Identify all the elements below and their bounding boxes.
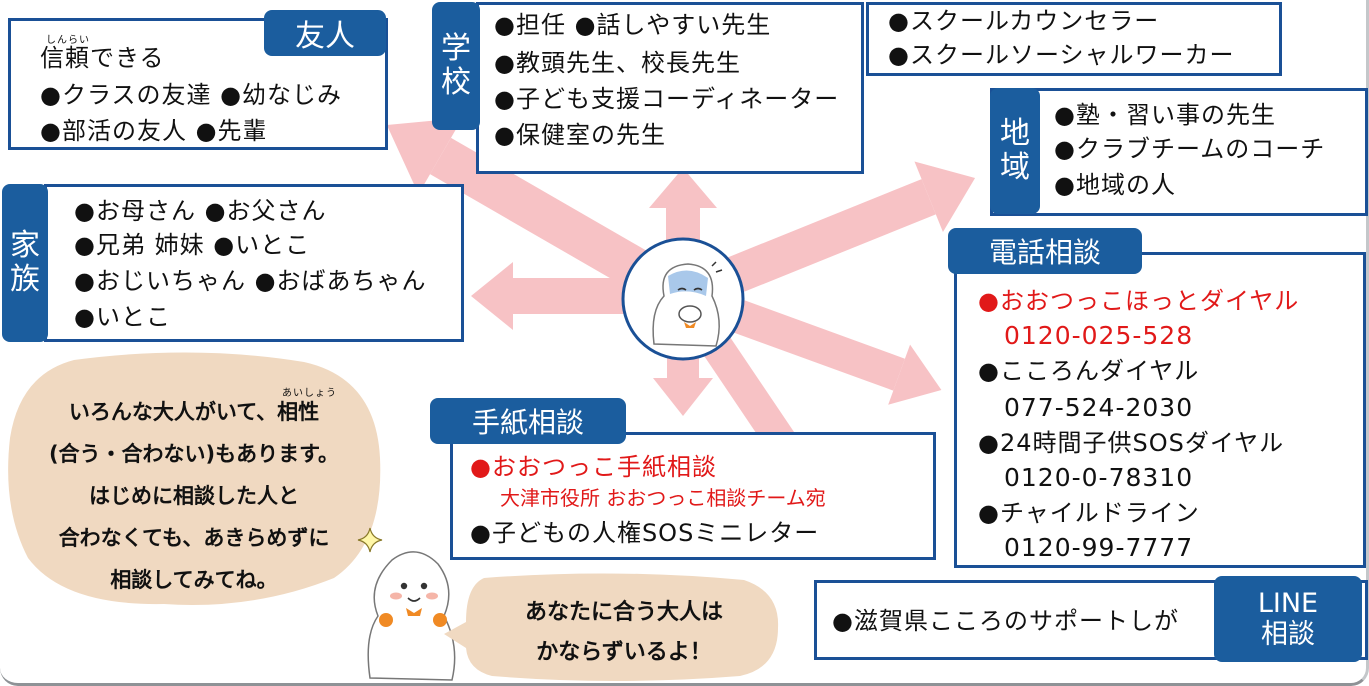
- friends-tag: 友人: [264, 10, 386, 56]
- family-line-1: ●お母さん ●お父さん: [74, 197, 327, 225]
- community-box: [990, 88, 1368, 216]
- line-tag-1: LINE: [1257, 587, 1319, 619]
- encourage-line-2: かならずいるよ！: [536, 640, 712, 665]
- letter-line-1: ●おおつっこ手紙相談: [470, 453, 717, 481]
- community-line-2: ●クラブチームのコーチ: [1054, 135, 1326, 163]
- family-tag-1: 家: [10, 227, 40, 263]
- phone-box: [954, 252, 1366, 568]
- advice-line-2: (合う・合わない)もあります。: [48, 442, 340, 466]
- advice-line-1: いろんな大人がいて、相性: [68, 400, 320, 424]
- phone-item-2-name: ●こころんダイヤル: [978, 357, 1200, 385]
- phone-item-3-number: 0120-0-78310: [1004, 463, 1194, 492]
- family-line-4: ●いとこ: [74, 303, 171, 331]
- school-line-2: ●教頭先生、校長先生: [494, 49, 741, 77]
- smiling-ghost-icon: [367, 551, 456, 681]
- worried-ghost-icon: [621, 237, 745, 361]
- school-extra-1: ●スクールカウンセラー: [888, 7, 1160, 35]
- family-line-3: ●おじいちゃん ●おばあちゃん: [74, 267, 427, 295]
- line-text: ●滋賀県こころのサポートしが: [832, 607, 1179, 635]
- letter-line-3: ●子どもの人権SOSミニレター: [470, 519, 820, 547]
- phone-item-4-number: 0120-99-7777: [1004, 533, 1194, 562]
- letter-box: [450, 432, 936, 560]
- advice-ruby: あいしょう: [282, 388, 337, 399]
- family-line-2: ●兄弟 姉妹 ●いとこ: [74, 231, 311, 259]
- line-tag: LINE 相談: [1214, 576, 1362, 662]
- friends-line-1: 信頼できる: [40, 44, 165, 72]
- advice-line-3: はじめに相談した人と: [89, 484, 299, 508]
- friends-line-2: ●クラスの友達 ●幼なじみ: [40, 81, 343, 109]
- school-tag: 学 校: [432, 2, 480, 130]
- phone-item-3-name: ●24時間子供SOSダイヤル: [978, 429, 1285, 457]
- encourage-bubble: [444, 573, 779, 681]
- letter-line-2: 大津市役所 おおつっこ相談チーム宛: [500, 486, 826, 510]
- friends-line-3: ●部活の友人 ●先輩: [40, 117, 268, 145]
- community-line-1: ●塾・習い事の先生: [1054, 101, 1276, 129]
- advice-line-5: 相談してみてね。: [110, 568, 278, 592]
- community-line-3: ●地域の人: [1054, 171, 1176, 199]
- advice-line-4: 合わなくても、あきらめずに: [58, 526, 330, 550]
- community-tag-1: 地: [1000, 115, 1030, 151]
- school-counselor-box: [866, 2, 1282, 76]
- arrow-to-friends: [386, 117, 694, 315]
- encourage-line-1: あなたに合う大人は: [524, 600, 723, 625]
- community-tag: 地 域: [990, 88, 1040, 214]
- friends-ruby: しんらい: [46, 35, 90, 46]
- line-tag-2: 相談: [1261, 619, 1315, 650]
- advice-bubble: [8, 352, 381, 605]
- school-line-3: ●子ども支援コーディネーター: [494, 85, 840, 113]
- phone-tag: 電話相談: [948, 228, 1142, 274]
- community-tag-2: 域: [1000, 150, 1030, 185]
- school-extra-2: ●スクールソーシャルワーカー: [888, 41, 1235, 69]
- school-box: [476, 2, 864, 174]
- school-tag-2: 校: [441, 65, 471, 100]
- school-tag-1: 学: [441, 30, 471, 66]
- phone-item-1-name: ●おおつっこほっとダイヤル: [978, 287, 1300, 315]
- school-line-1: ●担任 ●話しやすい先生: [494, 11, 772, 39]
- sparkle-icon: [357, 527, 383, 553]
- family-box: [44, 184, 464, 342]
- letter-tag: 手紙相談: [430, 398, 626, 444]
- family-tag: 家 族: [2, 184, 48, 342]
- phone-item-2-number: 077-524-2030: [1004, 393, 1194, 422]
- phone-item-1-number: 0120-025-528: [1004, 321, 1194, 350]
- school-line-4: ●保健室の先生: [494, 121, 666, 149]
- family-tag-2: 族: [10, 262, 40, 297]
- phone-item-4-name: ●チャイルドライン: [978, 499, 1200, 527]
